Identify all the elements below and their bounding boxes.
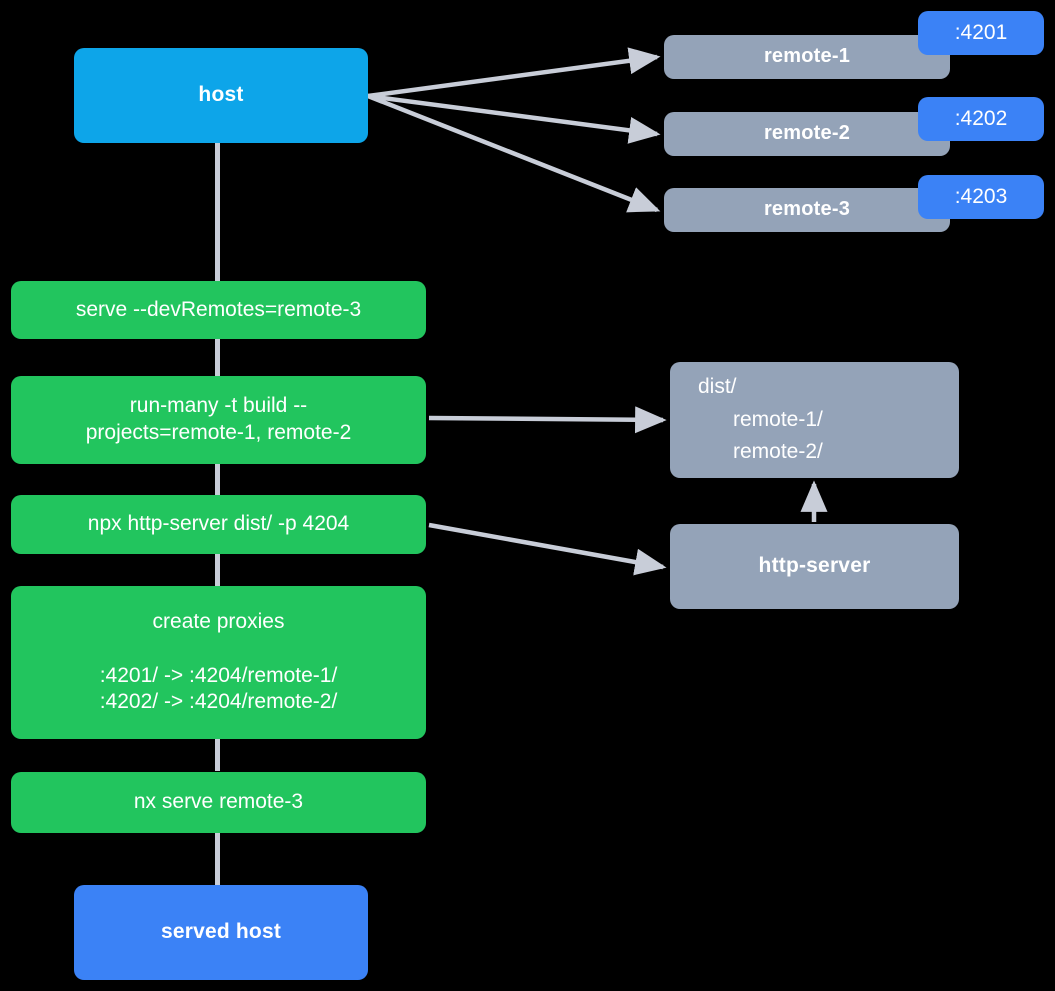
spine-step-4-to-step-5	[215, 738, 220, 771]
node-host-label: host	[198, 83, 244, 107]
node-http-server[interactable]: http-server	[670, 524, 959, 609]
port-badge-remote-3-label: :4203	[954, 185, 1008, 208]
node-http-server-label: http-server	[758, 554, 871, 578]
port-badge-remote-1: :4201	[918, 11, 1044, 55]
spine-host-to-step-1	[215, 143, 220, 283]
step-npx-http-server-label: npx http-server dist/ -p 4204	[87, 512, 350, 536]
port-badge-remote-2: :4202	[918, 97, 1044, 141]
port-badge-remote-3: :4203	[918, 175, 1044, 219]
node-remote-3-label: remote-3	[763, 198, 851, 221]
node-remote-2-label: remote-2	[763, 122, 851, 145]
step-run-many-build[interactable]: run-many -t build -- projects=remote-1, …	[11, 376, 426, 464]
node-dist-folder-label: dist/ remote-1/ remote-2/	[698, 375, 823, 464]
port-badge-remote-2-label: :4202	[954, 107, 1008, 130]
node-remote-3[interactable]: remote-3	[664, 188, 950, 232]
step-serve-dev-remotes[interactable]: serve --devRemotes=remote-3	[11, 281, 426, 339]
edge-host-to-remote-2	[367, 93, 661, 144]
node-remote-2[interactable]: remote-2	[664, 112, 950, 156]
edge-host-to-remote-3	[367, 93, 661, 213]
spine-step-5-to-served-host	[215, 833, 220, 886]
node-host[interactable]: host	[74, 48, 368, 143]
node-remote-1-label: remote-1	[763, 45, 851, 68]
step-npx-http-server[interactable]: npx http-server dist/ -p 4204	[11, 495, 426, 554]
edge-run-many-to-dist	[428, 406, 667, 434]
step-serve-dev-remotes-label: serve --devRemotes=remote-3	[75, 297, 362, 321]
spine-step-3-to-step-4	[215, 553, 220, 586]
node-dist-folder[interactable]: dist/ remote-1/ remote-2/	[670, 362, 959, 478]
node-served-host[interactable]: served host	[74, 885, 368, 980]
port-badge-remote-1-label: :4201	[954, 21, 1008, 44]
step-nx-serve-remote-3[interactable]: nx serve remote-3	[11, 772, 426, 833]
edge-http-server-cmd-to-http-server	[428, 522, 667, 576]
spine-step-1-to-step-2	[215, 338, 220, 378]
edge-host-to-remote-1	[367, 47, 661, 99]
step-nx-serve-remote-3-label: nx serve remote-3	[133, 790, 304, 814]
step-create-proxies[interactable]: create proxies :4201/ -> :4204/remote-1/…	[11, 586, 426, 739]
step-create-proxies-label: create proxies :4201/ -> :4204/remote-1/…	[99, 609, 338, 714]
node-remote-1[interactable]: remote-1	[664, 35, 950, 79]
spine-step-2-to-step-3	[215, 462, 220, 495]
step-run-many-build-label: run-many -t build -- projects=remote-1, …	[85, 394, 352, 444]
node-served-host-label: served host	[160, 920, 282, 944]
